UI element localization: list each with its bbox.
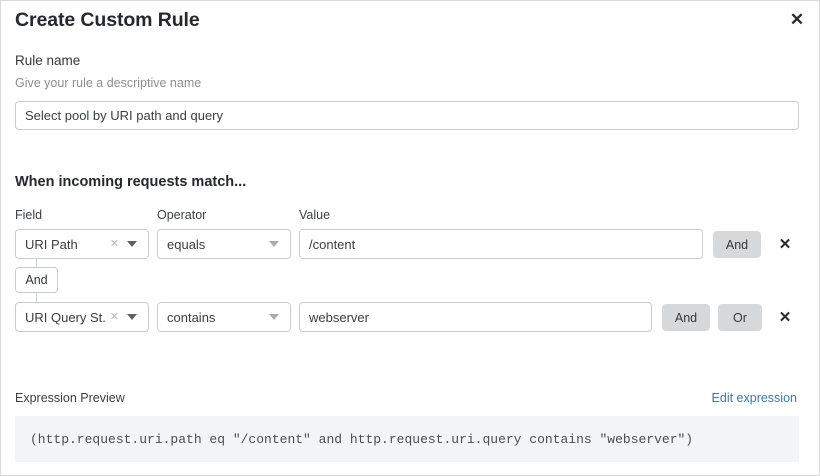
clear-icon[interactable]: ✕	[109, 310, 119, 323]
value-input-1[interactable]	[299, 229, 703, 259]
connector-line-top	[36, 259, 37, 267]
edit-expression-link[interactable]: Edit expression	[711, 391, 797, 405]
condition-row: URI Query St... ✕ contains And Or ✕	[1, 302, 819, 332]
expression-preview-label: Expression Preview	[15, 391, 125, 405]
rule-name-label: Rule name	[15, 53, 81, 68]
rule-name-input[interactable]	[15, 101, 799, 130]
column-header-value: Value	[299, 208, 331, 222]
condition-row: URI Path ✕ equals And ✕	[1, 229, 819, 259]
operator-select-1-value: equals	[167, 236, 206, 252]
and-button-1[interactable]: And	[713, 231, 761, 258]
clear-icon[interactable]: ✕	[109, 237, 119, 250]
rule-name-help-text: Give your rule a descriptive name	[15, 76, 202, 90]
expression-preview-box: (http.request.uri.path eq "/content" and…	[15, 416, 799, 462]
chevron-down-icon	[127, 314, 137, 320]
column-header-operator: Operator	[157, 208, 207, 222]
column-header-field: Field	[15, 208, 43, 222]
connector-line-bottom	[36, 293, 37, 302]
conditions-heading: When incoming requests match...	[15, 174, 247, 190]
field-select-1[interactable]: URI Path ✕	[15, 229, 149, 259]
delete-condition-icon[interactable]: ✕	[772, 229, 798, 259]
operator-select-1[interactable]: equals	[157, 229, 291, 259]
expression-preview-code: (http.request.uri.path eq "/content" and…	[30, 431, 694, 447]
chevron-down-icon	[127, 241, 137, 247]
field-select-2[interactable]: URI Query St... ✕	[15, 302, 149, 332]
chevron-down-icon	[269, 314, 279, 320]
value-input-2[interactable]	[299, 302, 652, 332]
and-button-2[interactable]: And	[662, 304, 710, 331]
connector-and-badge[interactable]: And	[15, 267, 58, 293]
operator-select-2-value: contains	[167, 309, 216, 325]
page-title: Create Custom Rule	[15, 9, 200, 31]
delete-condition-icon[interactable]: ✕	[772, 302, 798, 332]
field-select-2-value: URI Query St...	[25, 309, 105, 325]
chevron-down-icon	[269, 241, 279, 247]
field-select-1-value: URI Path	[25, 236, 78, 252]
operator-select-2[interactable]: contains	[157, 302, 291, 332]
close-icon[interactable]: ✕	[784, 6, 810, 32]
or-button-2[interactable]: Or	[718, 304, 762, 331]
